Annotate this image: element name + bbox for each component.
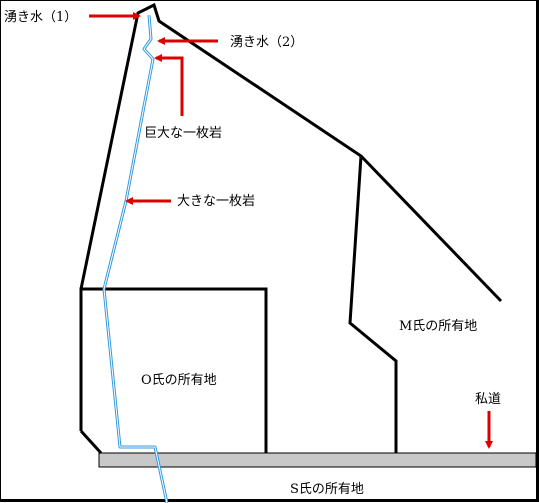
m-property-boundary <box>348 155 398 453</box>
giant-rock-arrow <box>154 54 184 116</box>
giant-rock-label: 巨大な一枚岩 <box>144 126 222 141</box>
o-property-outline <box>79 287 268 453</box>
m-property-label: M氏の所有地 <box>399 319 477 334</box>
s-property-label: S氏の所有地 <box>290 482 364 497</box>
big-rock-label: 大きな一枚岩 <box>177 194 255 209</box>
private-road-label: 私道 <box>475 392 501 407</box>
private-road-strip <box>98 452 537 468</box>
spring1-label: 湧き水（1） <box>4 9 77 25</box>
stream-line-core <box>103 14 168 503</box>
spring2-label: 湧き水（2） <box>230 34 303 50</box>
left-bottom-outline <box>79 429 103 455</box>
stream-line <box>102 14 169 503</box>
left-slope-outline <box>79 2 503 303</box>
o-property-label: O氏の所有地 <box>141 373 217 388</box>
